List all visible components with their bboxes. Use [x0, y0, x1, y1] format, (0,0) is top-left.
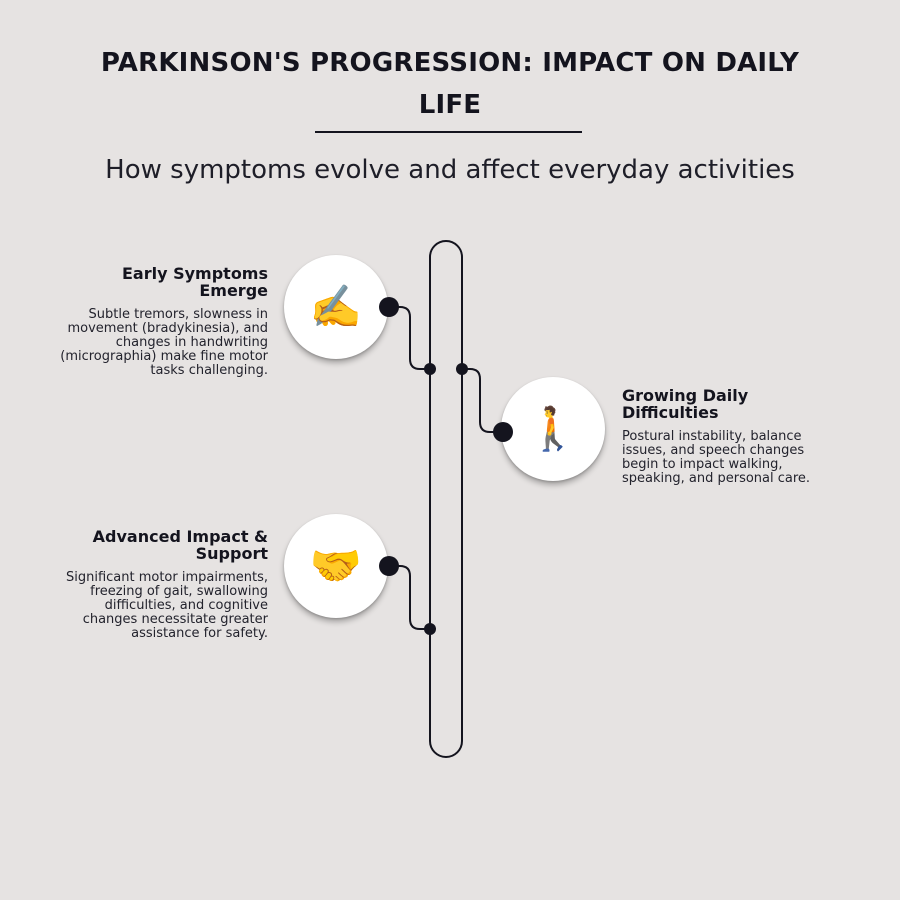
stage-2-icon-circle: 🚶 — [501, 377, 605, 481]
person-walking-icon: 🚶 — [526, 404, 580, 453]
page-title: PARKINSON'S PROGRESSION: IMPACT ON DAILY… — [100, 48, 800, 120]
stage-1-icon-circle: ✍️ — [284, 255, 388, 359]
stage-2-title: Growing Daily Difficulties — [622, 386, 749, 422]
track-node-3 — [424, 623, 436, 635]
stage-3-description: Significant motor impairments, freezing … — [65, 570, 268, 641]
connector-stage-2 — [462, 368, 503, 433]
timeline-track — [429, 240, 463, 758]
connector-stage-1 — [389, 306, 430, 370]
track-node-1 — [424, 363, 436, 375]
stage-3-icon-circle: 🤝 — [284, 514, 388, 618]
stage-1-title: Early Symptoms Emerge — [121, 264, 268, 300]
handshake-icon: 🤝 — [309, 541, 363, 590]
title-underline — [315, 131, 582, 133]
stage-3-title: Advanced Impact & Support — [92, 527, 268, 563]
stage-2-description: Postural instability, balance issues, an… — [622, 429, 811, 486]
writing-hand-icon: ✍️ — [309, 282, 363, 331]
connector-stage-3 — [389, 565, 430, 630]
track-node-2 — [456, 363, 468, 375]
stage-1-description: Subtle tremors, slowness in movement (br… — [60, 307, 268, 378]
page-subtitle: How symptoms evolve and affect everyday … — [105, 155, 795, 185]
